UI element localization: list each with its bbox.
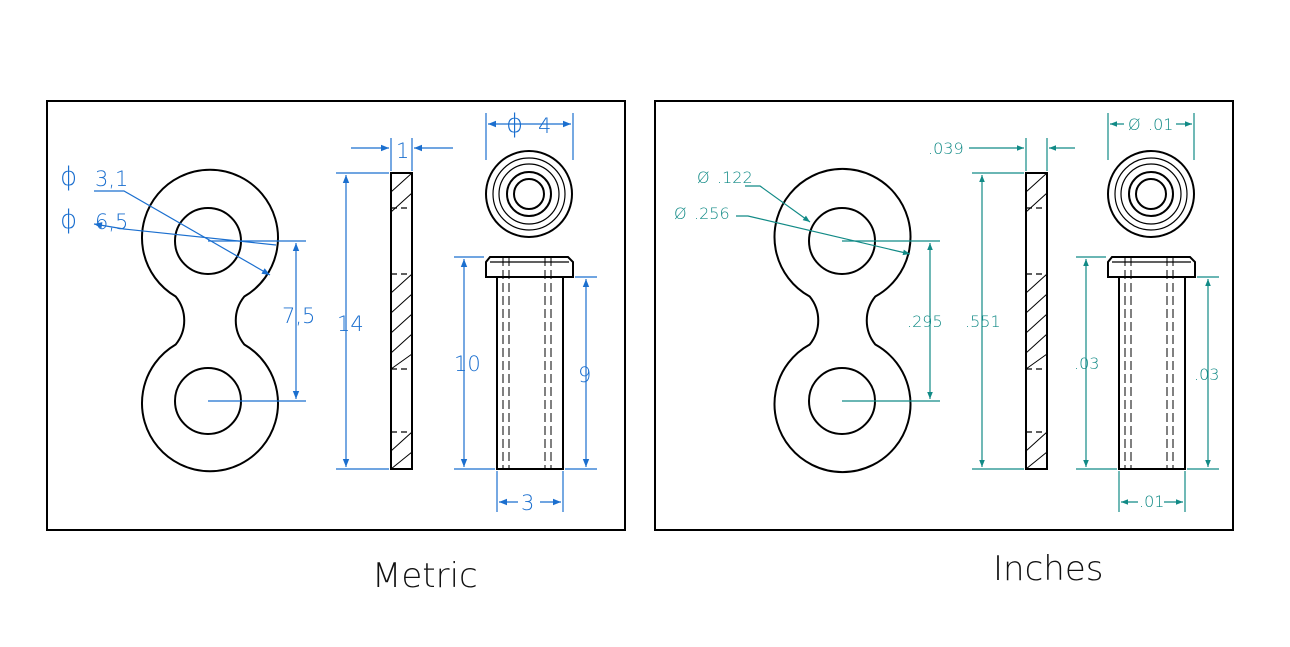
inches-bushing-diameter-label: .01	[1148, 115, 1173, 134]
inches-bushing-body-height-label: .03	[1194, 365, 1219, 384]
metric-bushing-body-height-label: 9	[578, 363, 591, 387]
inches-plate-side-view	[1025, 172, 1048, 470]
metric-panel: ϕ 3,1 ϕ 6,5 7,5 14	[46, 100, 626, 596]
metric-hole-diameter-leader	[94, 190, 271, 276]
metric-link-plate	[141, 168, 279, 473]
inches-phi-symbol-3: Ø	[1128, 115, 1141, 134]
inches-bushing-height-label: .03	[1074, 354, 1099, 373]
inches-bushing-top-view	[1107, 150, 1195, 238]
metric-phi-symbol-2: ϕ	[60, 205, 77, 235]
inches-panel: Ø .122 Ø .256 .295 .551	[654, 100, 1234, 589]
metric-length-label: 14	[337, 312, 364, 336]
metric-bushing-diameter-label: 4	[538, 114, 551, 138]
inches-frame	[654, 100, 1234, 531]
metric-bushing-side-view	[485, 256, 574, 470]
metric-plate-section-hatching	[390, 172, 413, 470]
inches-bushing-side-view	[1107, 256, 1196, 470]
inches-caption: Inches	[993, 549, 1103, 589]
inches-link-plate	[773, 168, 912, 473]
metric-outer-diameter-leader	[93, 222, 277, 246]
metric-phi-symbol-1: ϕ	[60, 162, 77, 192]
metric-bushing-top-view	[485, 150, 573, 238]
inches-center-distance-label: .295	[907, 312, 943, 331]
inches-thickness-label: .039	[928, 139, 964, 158]
metric-thickness-label: 1	[396, 139, 409, 163]
inches-phi-symbol-1: Ø	[697, 168, 710, 187]
inches-plate-section-hatching	[1025, 172, 1048, 470]
metric-outer-diameter-label: 6,5	[95, 210, 128, 234]
inches-bushing-width-label: .01	[1139, 492, 1164, 511]
metric-frame	[46, 100, 626, 531]
inches-hole-diameter-leader	[745, 185, 811, 223]
metric-bushing-width-label: 3	[521, 491, 534, 515]
metric-phi-symbol-3: ϕ	[506, 109, 523, 139]
inches-length-label: .551	[965, 312, 1001, 331]
metric-bushing-height-label: 10	[454, 352, 481, 376]
inches-outer-diameter-label: .256	[694, 204, 730, 223]
inches-hole-diameter-label: .122	[717, 168, 753, 187]
inches-phi-symbol-2: Ø	[674, 204, 687, 223]
metric-caption: Metric	[372, 556, 478, 596]
metric-hole-diameter-label: 3,1	[95, 167, 128, 191]
inches-outer-diameter-leader	[736, 215, 911, 256]
metric-plate-side-view	[390, 172, 413, 470]
metric-center-distance-label: 7,5	[282, 304, 315, 328]
